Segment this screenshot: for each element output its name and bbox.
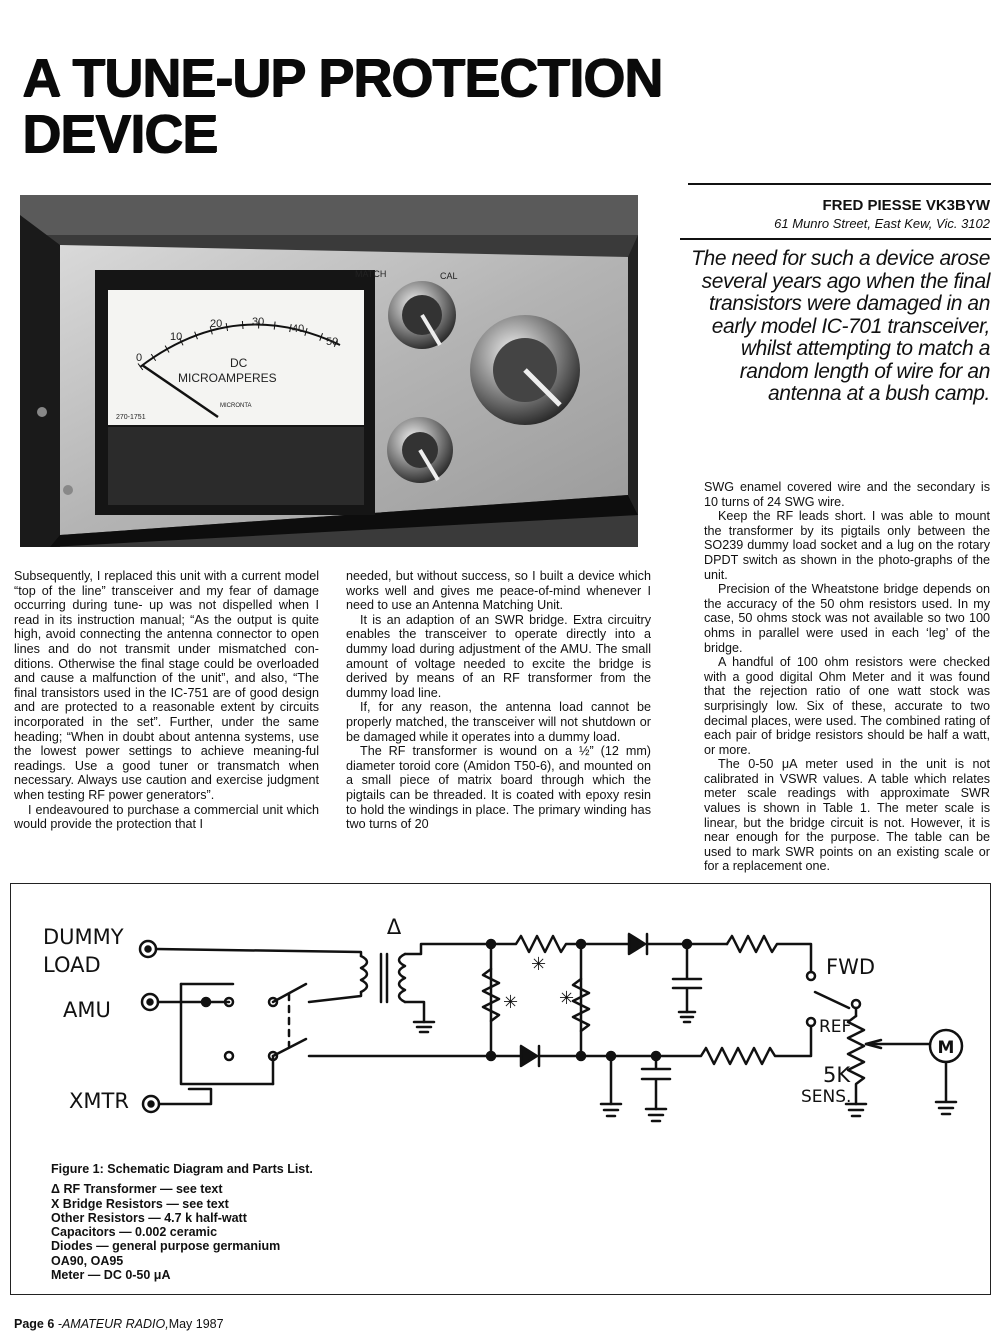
paragraph: needed, but without success, so I built … xyxy=(346,569,651,613)
pull-quote: The need for such a device arose several… xyxy=(691,247,990,405)
panel-label-cal: CAL xyxy=(440,271,458,281)
label-delta: Δ xyxy=(387,915,402,939)
parts-list-item: Diodes — general purpose germanium xyxy=(51,1239,281,1254)
meter-scale-40: 40 xyxy=(292,323,304,335)
page-footer: Page 6 -AMATEUR RADIO,May 1987 xyxy=(14,1317,224,1331)
bridge-star-top: ✳ xyxy=(531,954,546,975)
meter-scale-10: 10 xyxy=(170,331,182,343)
label-sens: SENS. xyxy=(801,1087,851,1107)
label-amu: AMU xyxy=(63,998,111,1022)
body-column-2: needed, but without success, so I built … xyxy=(346,569,651,832)
paragraph: The 0-50 μA meter used in the unit is no… xyxy=(704,757,990,874)
paragraph: It is an adaption of an SWR bridge. Extr… xyxy=(346,612,651,700)
author-name: FRED PIESSE VK3BYW xyxy=(822,197,990,214)
label-fwd: FWD xyxy=(826,955,875,979)
parts-list-item: Δ RF Transformer — see text xyxy=(51,1182,223,1197)
paragraph: Subsequently, I replaced this unit with … xyxy=(14,569,319,802)
footer-magazine: -AMATEUR RADIO, xyxy=(57,1317,169,1331)
figure-1-box: Δ DUMMY LOAD AMU XMTR FWD REF 5K SENS. M… xyxy=(10,883,991,1295)
meter-brand-label: MICRONTA xyxy=(220,403,252,409)
device-photo: 0 10 20 30 40 50 DC MICROAMPERES 270-175… xyxy=(20,195,638,547)
body-column-1: Subsequently, I replaced this unit with … xyxy=(14,569,319,832)
paragraph: The RF transformer is wound on a ½” (12 … xyxy=(346,744,651,832)
body-column-3: SWG enamel covered wire and the secondar… xyxy=(704,480,990,874)
figure-caption: Figure 1: Schematic Diagram and Parts Li… xyxy=(51,1162,313,1282)
parts-list-item: X Bridge Resistors — see text xyxy=(51,1196,229,1211)
label-load: LOAD xyxy=(43,953,101,977)
parts-list-item: Other Resistors — 4.7 k half-watt xyxy=(51,1210,247,1225)
paragraph: I endeavoured to purchase a commercial u… xyxy=(14,802,319,832)
byline-rule xyxy=(688,183,991,185)
panel-label-match: MATCH xyxy=(355,269,386,279)
pull-quote-rule xyxy=(680,238,991,240)
paragraph: Keep the RF leads short. I was able to m… xyxy=(704,509,990,582)
schematic-diagram: Δ DUMMY LOAD AMU XMTR FWD REF 5K SENS. M… xyxy=(43,915,964,1123)
footer-page-number: Page 6 xyxy=(14,1317,55,1331)
parts-list-item: Capacitors — 0.002 ceramic xyxy=(51,1225,218,1240)
paragraph: If, for any reason, the antenna load can… xyxy=(346,700,651,744)
meter-units-label: MICROAMPERES xyxy=(178,371,277,385)
meter-needle xyxy=(141,363,219,419)
meter-scale-20: 20 xyxy=(210,318,222,330)
bridge-star-left: ✳ xyxy=(503,992,518,1013)
article-title: A TUNE-UP PROTECTION DEVICE xyxy=(22,48,663,164)
parts-list-item: OA90, OA95 xyxy=(51,1253,124,1268)
label-ref: REF xyxy=(819,1017,851,1037)
meter-scale-30: 30 xyxy=(252,316,264,328)
paragraph: SWG enamel covered wire and the secondar… xyxy=(704,480,990,509)
paragraph: Precision of the Wheatstone bridge depen… xyxy=(704,582,990,655)
meter-scale-0: 0 xyxy=(136,352,142,364)
paragraph: A handful of 100 ohm resistors were chec… xyxy=(704,655,990,757)
parts-list-item: Meter — DC 0-50 μA xyxy=(51,1268,171,1283)
meter-scale-50: 50 xyxy=(326,336,338,348)
label-dummy: DUMMY xyxy=(43,925,124,949)
label-xmtr: XMTR xyxy=(69,1089,129,1113)
meter-dc-label: DC xyxy=(230,356,248,370)
meter-model-label: 270-1751 xyxy=(116,414,146,421)
bridge-star-right: ✳ xyxy=(559,988,574,1009)
label-meter: M xyxy=(938,1038,955,1058)
footer-date: May 1987 xyxy=(168,1317,224,1331)
figure-caption-title: Figure 1: Schematic Diagram and Parts Li… xyxy=(51,1162,313,1176)
label-5k: 5K xyxy=(823,1063,851,1087)
author-address: 61 Munro Street, East Kew, Vic. 3102 xyxy=(774,216,990,231)
